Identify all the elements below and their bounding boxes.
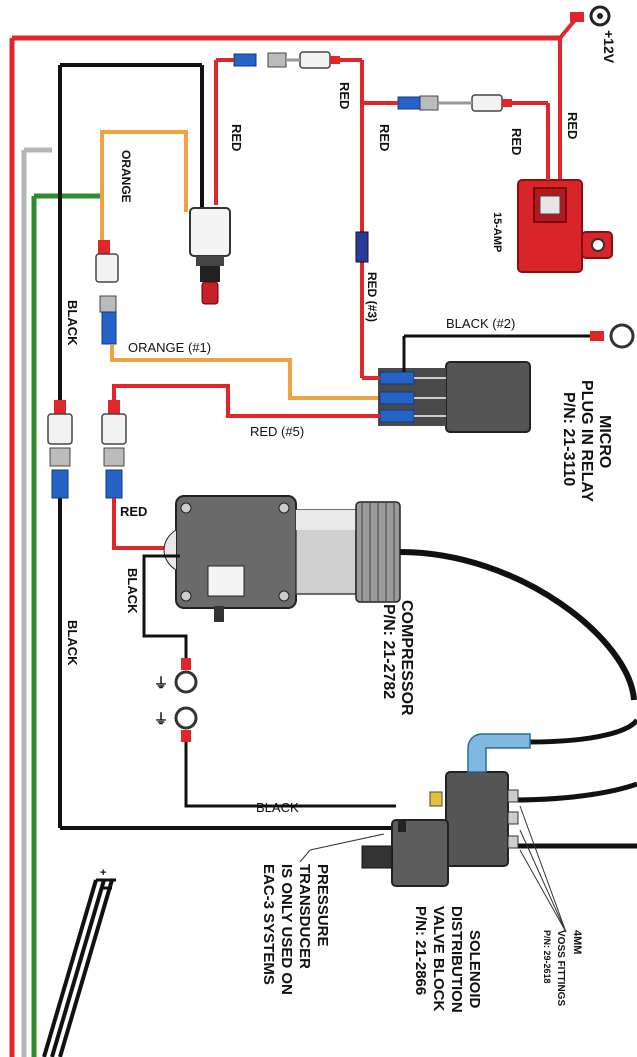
micro-relay: [378, 361, 531, 433]
black-bottom-label: BLACK: [256, 800, 299, 815]
compressor: [112, 495, 401, 622]
plus-symbol: +: [100, 867, 106, 879]
fuse-holder: 15-AMP: [491, 150, 613, 273]
solenoid-name-line1: SOLENOID: [466, 930, 483, 1009]
pressure-note-line1: PRESSURE: [314, 864, 331, 947]
black-2-label: BLACK (#2): [446, 316, 515, 331]
plus12v-terminal: +12V: [558, 5, 617, 200]
red-wire-label: RED: [509, 128, 524, 155]
fitting-label-line1: 4MM: [571, 930, 583, 954]
solenoid-valve-block: [361, 733, 531, 887]
relay-name-line2: PLUG IN RELAY: [578, 380, 595, 502]
red-label-fuse-right: RED: [565, 112, 580, 139]
splice-connector: [355, 231, 369, 263]
pressure-callout: [299, 833, 385, 863]
left-trunk-wires: [9, 35, 560, 1057]
orange-label: ORANGE: [119, 150, 133, 203]
red-wire-label: RED: [337, 82, 352, 109]
red-wire-label: RED: [229, 124, 244, 151]
red-wire-label: RED: [565, 112, 580, 139]
ground-terminal-2: ⏚: [154, 706, 396, 808]
cable-bundle: +: [42, 867, 116, 1057]
pressure-note-line2: TRANSDUCER: [296, 864, 313, 969]
black-wire-left: [58, 65, 400, 830]
connector-chain-upper-1: [12, 35, 364, 378]
solenoid-part-number: P/N: 21-2866: [412, 906, 429, 995]
solenoid-name-line3: VALVE BLOCK: [430, 906, 447, 1011]
ground-symbol: ⏚: [154, 675, 168, 691]
black-wire-label: BLACK: [65, 620, 80, 666]
orange-1-label: ORANGE (#1): [128, 340, 211, 355]
relay-name-line1: MICRO: [596, 415, 613, 468]
solenoid-name-line2: DISTRIBUTION: [448, 906, 465, 1013]
black-wire-label: BLACK: [65, 300, 80, 346]
orange-wires: [95, 130, 378, 400]
red-5-wire: [112, 384, 380, 418]
pressure-note-line3: IS ONLY USED ON: [278, 864, 295, 995]
fuse-red-wire: [508, 101, 550, 150]
red-5-label: RED (#5): [250, 424, 304, 439]
ground-symbol: ⏚: [154, 711, 168, 727]
compressor-name: COMPRESSOR: [398, 600, 415, 716]
relay-part-number: P/N: 21-3110: [560, 392, 577, 486]
fittings-callout: [519, 805, 567, 933]
black-2-wire: [402, 323, 635, 372]
compressor-black-label: BLACK: [125, 568, 140, 614]
red-wire-label: RED: [377, 124, 392, 151]
pressure-switch: [60, 63, 231, 305]
red-3-label: RED (#3): [365, 272, 379, 322]
fitting-label-line2: VOSS FITTINGS: [555, 930, 566, 1006]
left-connector-stacks: [47, 400, 127, 499]
compressor-red-label: RED: [120, 504, 147, 519]
pressure-note-line4: EAC-3 SYSTEMS: [260, 864, 277, 985]
plus12v-label: +12V: [601, 30, 617, 64]
compressor-part-number: P/N: 21-2782: [380, 604, 397, 699]
connector-chain-upper-2: [362, 94, 512, 112]
air-hoses: [399, 549, 637, 849]
fuse-label: 15-AMP: [491, 212, 503, 252]
compressor-ground-wire: ⏚: [142, 554, 198, 694]
fitting-part-number: P/N: 29-2618: [542, 930, 552, 984]
